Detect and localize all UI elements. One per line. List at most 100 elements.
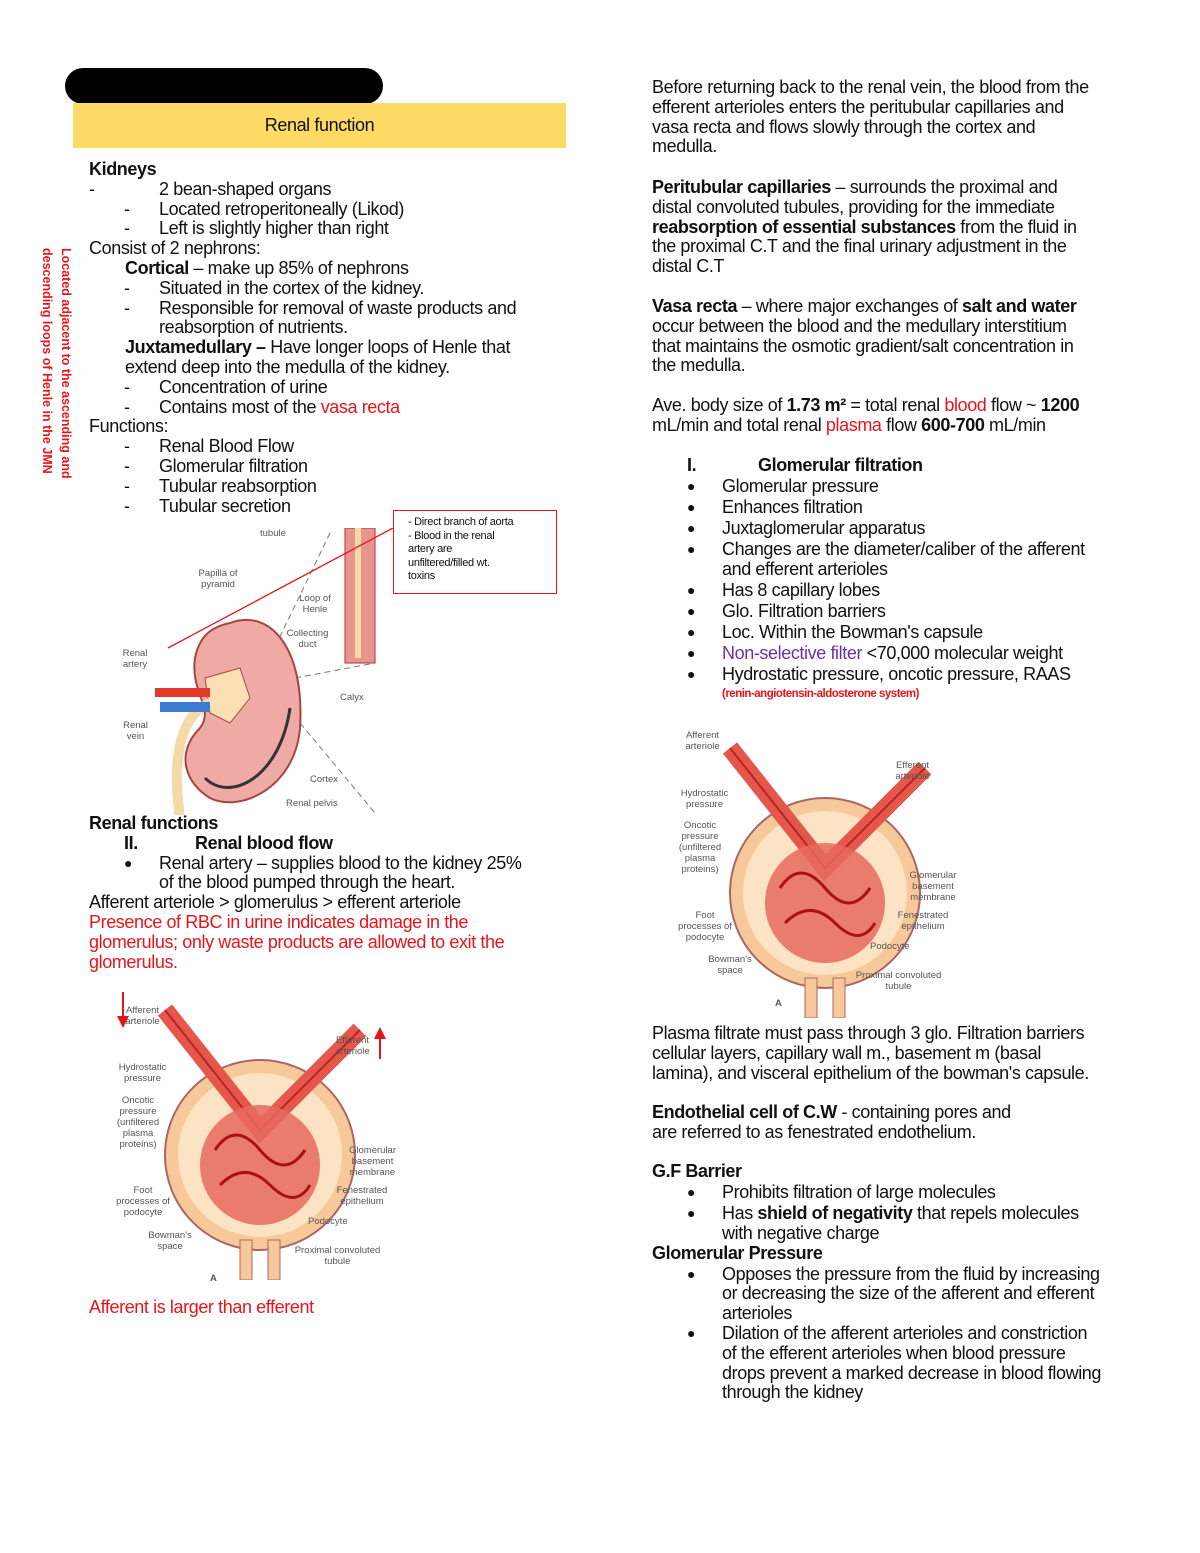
text-line: Foot processes of podocyte	[116, 1185, 170, 1218]
text-line: - Direct branch of aorta	[408, 516, 514, 528]
section-heading: II. Renal blood flow	[89, 832, 559, 854]
text-line: medulla.	[652, 136, 717, 157]
text-line: flow ~	[986, 395, 1041, 415]
text-line: Glomerular filtration	[159, 455, 308, 476]
text-line: Oncotic pressure (unfiltered plasma prot…	[116, 1095, 160, 1150]
text-line: Cortical	[125, 257, 189, 278]
plasma-filtrate-paragraph: Plasma filtrate must pass through 3 glo.…	[652, 1023, 1122, 1083]
text-line: Podocyte	[308, 1216, 348, 1227]
text-line: Glomerular Pressure	[652, 1242, 823, 1263]
renal-functions-heading: Renal functions	[89, 813, 219, 833]
diagram-label: Papilla of pyramid	[198, 568, 238, 590]
text-line: Bowman's space	[708, 954, 752, 976]
text-line: G.F Barrier	[652, 1161, 742, 1181]
text-line: Before returning back to the renal vein,…	[652, 77, 1089, 97]
header-bar: Renal function	[73, 103, 566, 148]
list-item: -Glomerular filtration	[124, 455, 308, 476]
text-line: (renin-angiotensin-aldosterone system)	[722, 688, 919, 700]
rbc-note: Presence of RBC in urine indicates damag…	[89, 911, 469, 932]
text-line: Has	[722, 1203, 758, 1223]
list-item-cont: reabsorption of nutrients.	[89, 318, 559, 338]
text-line: Tubular reabsorption	[159, 475, 317, 496]
list-item: -Situated in the cortex of the kidney.	[124, 277, 425, 298]
text-line: Responsible for removal of waste product…	[159, 297, 517, 318]
text-line: Enhances filtration	[722, 497, 863, 517]
text-line: Glomerular pressure	[722, 476, 879, 496]
down-arrow-icon	[117, 992, 129, 1028]
list-item: -Tubular reabsorption	[124, 475, 317, 496]
text-line: Situated in the cortex of the kidney.	[159, 277, 425, 298]
text-line: Contains most of the	[159, 396, 321, 417]
text-line: – make up 85% of nephrons	[188, 257, 409, 278]
side-note: Located adjacent to the ascending and de…	[37, 248, 75, 498]
glomerulus-diagram-right: Afferent arteriole Efferent arteriole Hy…	[675, 728, 985, 1019]
text-line: Afferent arteriole	[685, 730, 720, 752]
text-line: Juxtaglomerular apparatus	[722, 518, 926, 538]
text-line: Hydrostatic pressure	[118, 1062, 167, 1084]
diagram-label: tubule	[260, 528, 286, 539]
text-line: Glomerular basement membrane	[349, 1145, 396, 1178]
text-line: drops prevent a marked decrease in blood…	[722, 1362, 1102, 1383]
text-line: Renal blood flow	[195, 832, 333, 853]
side-note-line: descending loops of Henle in the JMN	[40, 248, 54, 474]
text-line: that maintains the osmotic gradient/salt…	[652, 335, 1074, 356]
redacted-name	[65, 68, 383, 104]
text-line: toxins	[408, 570, 435, 582]
diagram-label: Loop of Henle	[299, 593, 331, 615]
section-heading: I.Glomerular filtration	[652, 455, 1122, 476]
text-line: distal C.T	[652, 256, 725, 277]
diagram-label: Calyx	[340, 692, 364, 703]
text-line: vasa recta and flows slowly through the …	[652, 116, 1036, 137]
text-line: arterioles	[722, 1303, 793, 1324]
text-line: A	[775, 998, 782, 1009]
blood-flow-paragraph: Ave. body size of 1.73 m² = total renal …	[652, 395, 1122, 436]
text-line: Concentration of urine	[159, 376, 328, 397]
text-line: artery are	[408, 543, 453, 555]
endothelial-paragraph: Endothelial cell of C.W - containing por…	[652, 1102, 1122, 1143]
gf-barrier-section: G.F Barrier ●Prohibits filtration of lar…	[652, 1161, 1122, 1403]
peritubular-paragraph: Peritubular capillaries – surrounds the …	[652, 177, 1122, 277]
text-line: Hydrostatic pressure	[680, 788, 729, 810]
diagram-label: Renal vein	[123, 720, 148, 742]
text-line: Bowman's space	[148, 1230, 192, 1252]
list-item: ●Renal artery – supplies blood to the ki…	[124, 852, 522, 873]
text-line: – surrounds the proximal and	[830, 177, 1058, 197]
text-line: 2 bean-shaped organs	[159, 178, 332, 199]
list-item: -Renal Blood Flow	[124, 436, 294, 457]
text-line: cellular layers, capillary wall m., base…	[652, 1042, 1041, 1063]
text-line: Ave. body size of	[652, 395, 787, 415]
callout-pointer-line	[167, 527, 394, 649]
kidney-illustration	[155, 527, 394, 819]
list-item: -Concentration of urine	[124, 376, 328, 397]
text-line: Fenestrated epithelium	[897, 910, 949, 932]
kidney-diagram: tubule Papilla of pyramid Loop of Henle …	[110, 527, 395, 819]
left-caption: Afferent is larger than efferent	[89, 1297, 314, 1317]
text-line: Changes are the diameter/caliber of the …	[722, 539, 1085, 559]
text-line: shield of negativity	[757, 1203, 913, 1223]
text-line: Glomerular filtration	[758, 455, 923, 475]
blood-path: Afferent arteriole > glomerulus > effere…	[89, 892, 461, 913]
intro-paragraph: Before returning back to the renal vein,…	[652, 77, 1122, 157]
text-line: or decreasing the size of the afferent a…	[722, 1283, 1095, 1304]
diagram-label: Renal pelvis	[286, 798, 338, 809]
text-line: Afferent arteriole	[125, 1005, 160, 1027]
text-line: flow	[881, 414, 922, 435]
text-line: - Blood in the renal	[408, 529, 495, 542]
text-line: Plasma filtrate must pass through 3 glo.…	[652, 1023, 1085, 1043]
text-line: – where major exchanges of	[737, 296, 963, 316]
text-line: reabsorption of nutrients.	[159, 317, 348, 338]
text-line: II.	[124, 832, 138, 853]
text-line: Peritubular capillaries	[652, 177, 831, 197]
list-item: -2 bean-shaped organs	[89, 178, 332, 199]
text-line: Opposes the pressure from the fluid by i…	[722, 1263, 1100, 1284]
text-line: Proximal convoluted tubule	[855, 970, 942, 992]
callout-box: - Direct branch of aorta- Blood in the r…	[393, 510, 557, 594]
text-line: Proximal convoluted tubule	[294, 1245, 381, 1267]
text-line: Have longer loops of Henle that	[270, 337, 511, 358]
rbc-note: glomerulus.	[89, 951, 178, 972]
text-line: Loc. Within the Bowman's capsule	[722, 622, 983, 642]
text-line: and efferent arterioles	[722, 559, 888, 579]
text-line: Dilation of the afferent arterioles and …	[722, 1322, 1088, 1343]
text-line: efferent arterioles enters the peritubul…	[652, 96, 1064, 117]
